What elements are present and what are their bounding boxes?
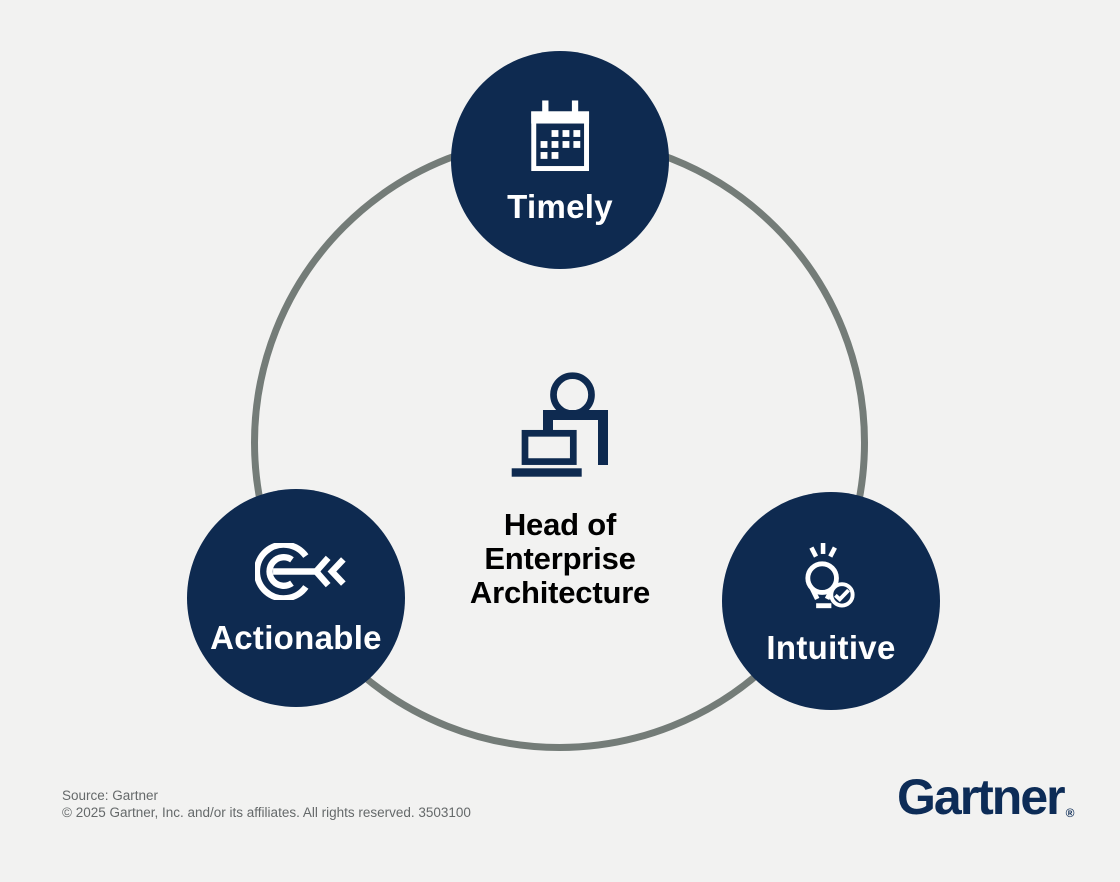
center-title-line: Architecture [469, 575, 651, 610]
gartner-logo-text: Gartner [897, 769, 1066, 825]
calendar-icon [527, 97, 593, 177]
target-arrow-icon [253, 540, 350, 605]
node-intuitive: Intuitive [722, 492, 940, 710]
footer-copyright: © 2025 Gartner, Inc. and/or its affiliat… [62, 805, 471, 820]
footer: Source: Gartner © 2025 Gartner, Inc. and… [62, 787, 471, 821]
gartner-logo: Gartner® [897, 772, 1074, 822]
node-timely-label: Timely [507, 188, 613, 225]
center-group: Head of Enterprise Architecture [410, 372, 710, 610]
person-at-desk-icon [510, 372, 610, 482]
registered-trademark-icon: ® [1065, 806, 1075, 820]
lightbulb-check-icon [799, 538, 863, 616]
footer-source: Source: Gartner [62, 788, 159, 803]
node-timely: Timely [451, 51, 669, 269]
node-actionable: Actionable [187, 489, 405, 707]
node-intuitive-label: Intuitive [766, 629, 896, 666]
center-title-line: Enterprise [484, 541, 636, 576]
center-title: Head of Enterprise Architecture [470, 508, 650, 610]
node-actionable-label: Actionable [210, 618, 382, 656]
center-title-line: Head of [503, 507, 617, 542]
